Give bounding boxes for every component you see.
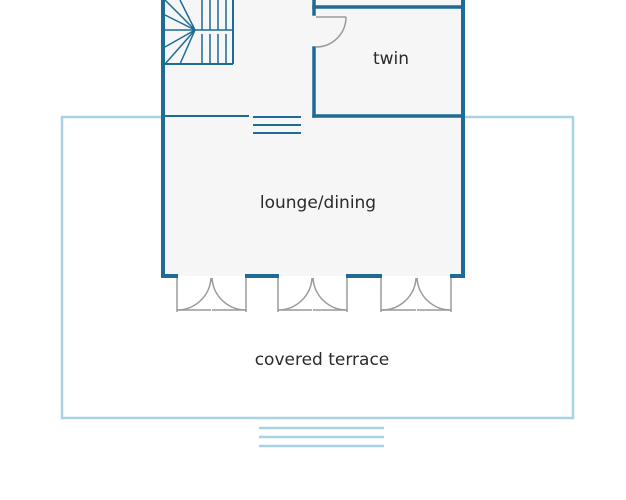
staircase <box>164 0 234 65</box>
twin-door <box>315 16 347 48</box>
terrace-doors <box>176 277 452 312</box>
room-label-twin: twin <box>373 49 409 69</box>
internal-steps <box>253 116 301 134</box>
terrace-steps <box>259 426 384 448</box>
room-label-covered-terrace: covered terrace <box>255 350 390 370</box>
twin-floor <box>314 8 463 116</box>
interior-walls <box>164 0 465 118</box>
room-label-lounge-dining: lounge/dining <box>260 193 376 213</box>
exterior-walls <box>161 0 465 278</box>
